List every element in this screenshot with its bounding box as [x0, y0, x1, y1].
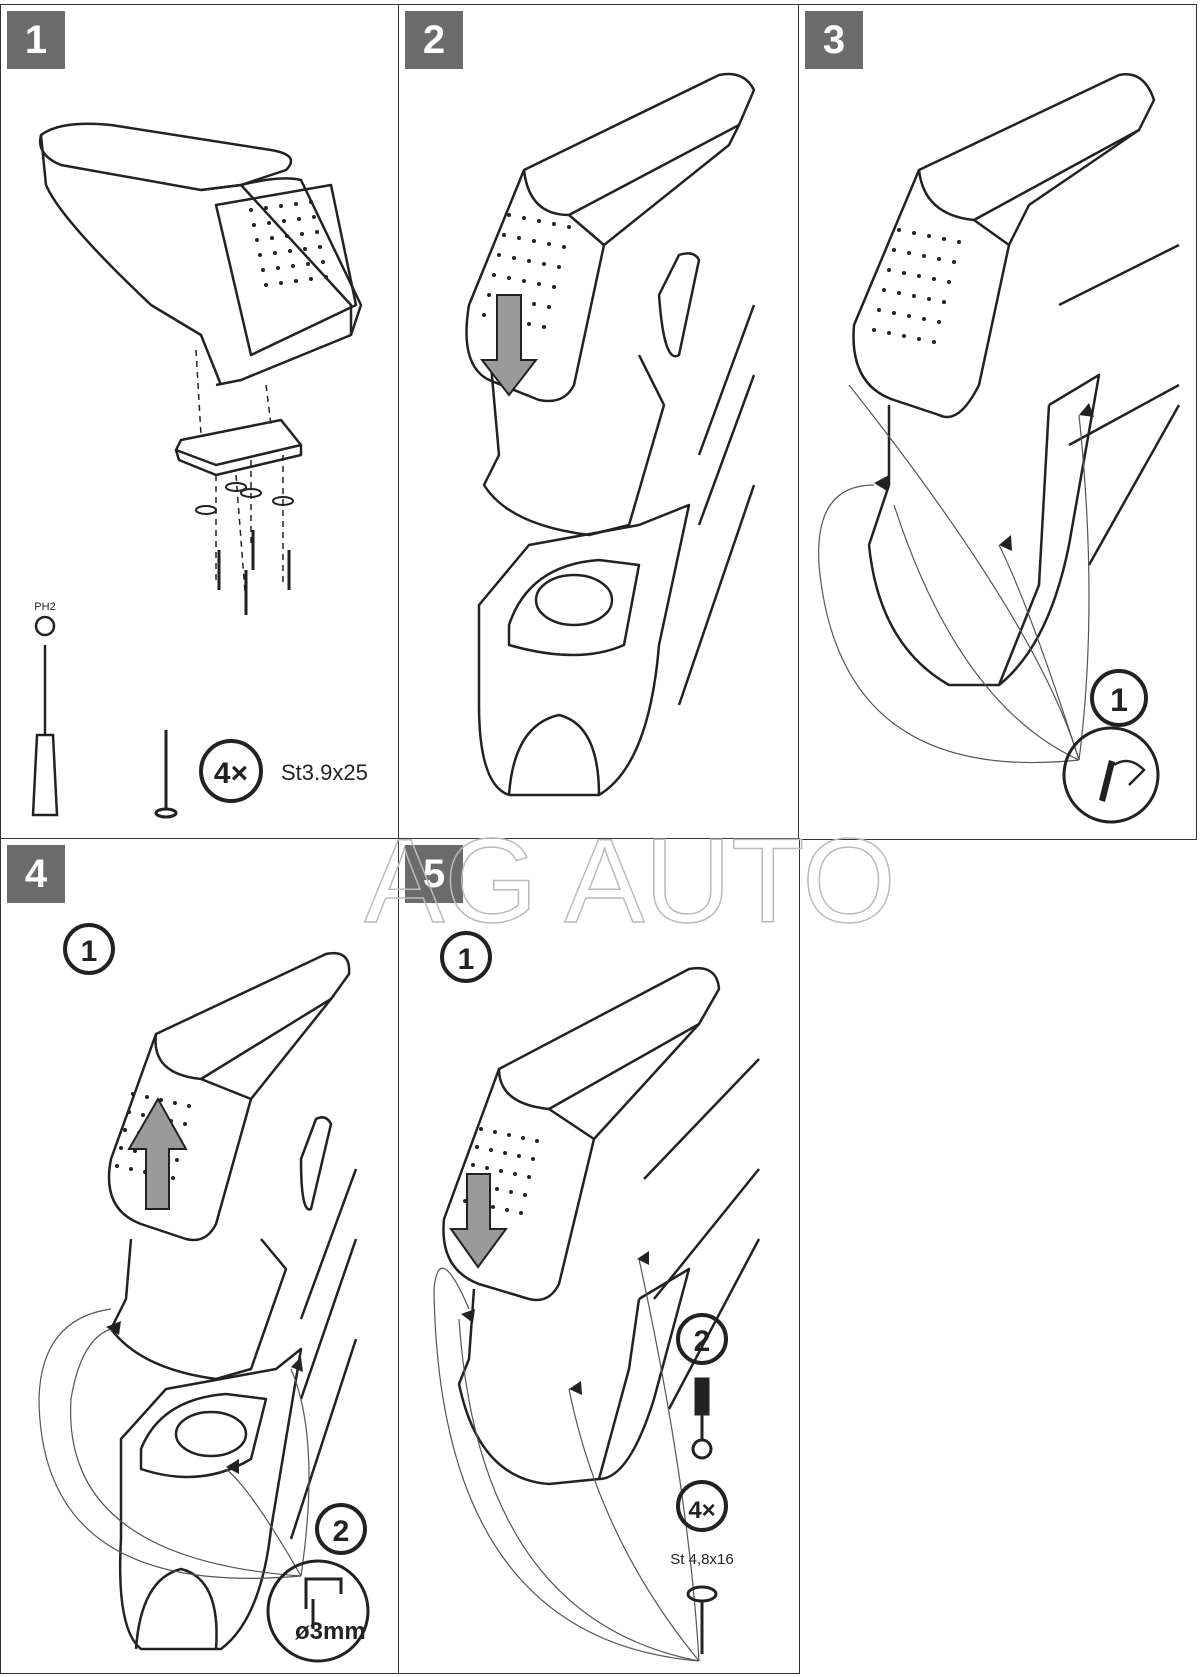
- sub-step-a-circle: [63, 923, 115, 975]
- up-arrow-icon: [127, 1096, 188, 1210]
- armrest-install-illustration: [465, 72, 756, 797]
- step-number-badge: 2: [405, 11, 463, 69]
- sub-step-label: 1: [1110, 682, 1128, 718]
- quantity-label: 4×: [214, 757, 248, 790]
- sub-step-b-circle: [315, 1503, 367, 1555]
- step-2-panel: 2: [398, 4, 800, 840]
- screw-spec-label: St3.9x25: [281, 760, 368, 785]
- step-number-badge: 1: [7, 11, 65, 69]
- armrest-parts-illustration: PH2 4× St3.9x25: [31, 122, 368, 819]
- drill-spec-label: ø3mm: [295, 1618, 366, 1645]
- step-3-panel: 3 1: [798, 4, 1197, 840]
- quantity-label: 4×: [688, 1497, 715, 1524]
- step-5-panel: 5 1 2: [398, 838, 800, 1674]
- pencil-mark-icon: [1062, 726, 1160, 824]
- screw-icon: [686, 1585, 718, 1654]
- step-1-panel: 1: [0, 4, 400, 840]
- step-number-badge: 3: [805, 11, 863, 69]
- down-arrow-icon: [479, 294, 539, 397]
- armrest-mount-illustration: 1: [818, 73, 1181, 824]
- screwdriver-icon: [691, 1377, 713, 1460]
- sub-step-b-label: 2: [333, 1515, 350, 1548]
- screw-spec-label: St 4,8x16: [670, 1551, 733, 1568]
- sub-step-b-label: 2: [694, 1325, 711, 1358]
- armrest-screw-illustration: 1 2: [433, 931, 761, 1662]
- step-4-panel: 4 1: [0, 838, 400, 1674]
- sub-step-a-circle: [440, 931, 492, 983]
- down-arrow-icon: [449, 1173, 508, 1269]
- step-number-badge: 5: [405, 845, 463, 903]
- quantity-circle: [676, 1480, 728, 1532]
- sub-step-a-label: 1: [458, 943, 475, 976]
- step-number-badge: 4: [7, 845, 65, 903]
- sub-step-a-label: 1: [81, 935, 98, 968]
- armrest-drill-illustration: 1: [38, 923, 370, 1663]
- quantity-circle: [199, 739, 263, 803]
- drill-icon: [266, 1559, 370, 1663]
- sub-step-circle: [1090, 669, 1148, 727]
- tool-label: PH2: [34, 601, 55, 613]
- sub-step-b-circle: [676, 1313, 728, 1365]
